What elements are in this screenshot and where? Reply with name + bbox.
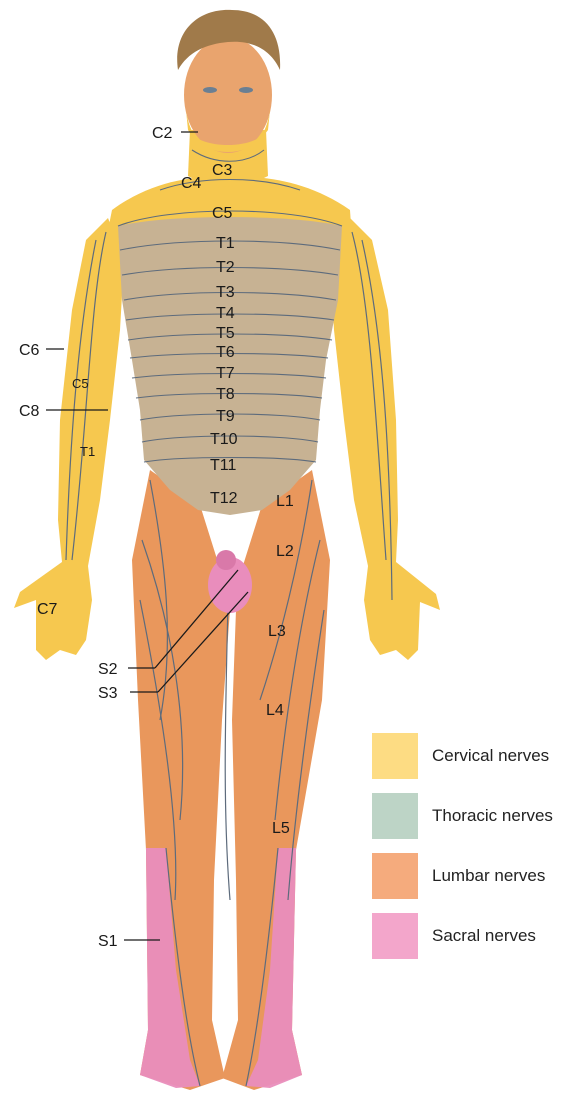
label-c3: C3 [212, 162, 233, 179]
label-c7: C7 [37, 601, 58, 618]
label-l2: L2 [276, 543, 294, 560]
label-s2: S2 [98, 661, 118, 678]
label-t3: T3 [216, 284, 235, 301]
face [184, 37, 272, 153]
legend-swatch-cervical [372, 733, 418, 779]
label-t12: T12 [210, 490, 238, 507]
legend-item-lumbar: Lumbar nerves [372, 852, 584, 900]
label-t4: T4 [216, 305, 235, 322]
label-t9: T9 [216, 408, 235, 425]
label-l5: L5 [272, 820, 290, 837]
label-t7: T7 [216, 365, 235, 382]
legend-item-sacral: Sacral nerves [372, 912, 584, 960]
legend-item-cervical: Cervical nerves [372, 732, 584, 780]
label-t8: T8 [216, 386, 235, 403]
label-t5: T5 [216, 325, 235, 342]
label-c5: C5 [212, 205, 233, 222]
left-arm [14, 218, 124, 660]
legend-swatch-sacral [372, 913, 418, 959]
legend-swatch-lumbar [372, 853, 418, 899]
label-t10: T10 [210, 431, 238, 448]
genital-shade [216, 550, 236, 570]
label-c4: C4 [181, 175, 202, 192]
label-t1: T1 [216, 235, 235, 252]
label-t11: T11 [210, 457, 236, 474]
legend-label-cervical: Cervical nerves [432, 746, 549, 766]
label-c6: C6 [19, 342, 40, 359]
legend: Cervical nerves Thoracic nerves Lumbar n… [372, 732, 584, 972]
legend-label-sacral: Sacral nerves [432, 926, 536, 946]
label-t6: T6 [216, 344, 235, 361]
legend-label-lumbar: Lumbar nerves [432, 866, 545, 886]
legend-swatch-thoracic [372, 793, 418, 839]
label-l1: L1 [276, 493, 294, 510]
legend-label-thoracic: Thoracic nerves [432, 806, 553, 826]
label-l3: L3 [268, 623, 286, 640]
label-c2: C2 [152, 125, 173, 142]
label-s3: S3 [98, 685, 118, 702]
left-eye [203, 87, 217, 93]
label-t2: T2 [216, 259, 235, 276]
right-arm [330, 218, 440, 660]
legend-item-thoracic: Thoracic nerves [372, 792, 584, 840]
label-t1-arm: T1 [80, 444, 95, 459]
label-c8: C8 [19, 403, 40, 420]
label-s1: S1 [98, 933, 118, 950]
right-eye [239, 87, 253, 93]
label-c5-arm: C5 [72, 376, 89, 391]
label-l4: L4 [266, 702, 284, 719]
left-leg [132, 470, 230, 1090]
